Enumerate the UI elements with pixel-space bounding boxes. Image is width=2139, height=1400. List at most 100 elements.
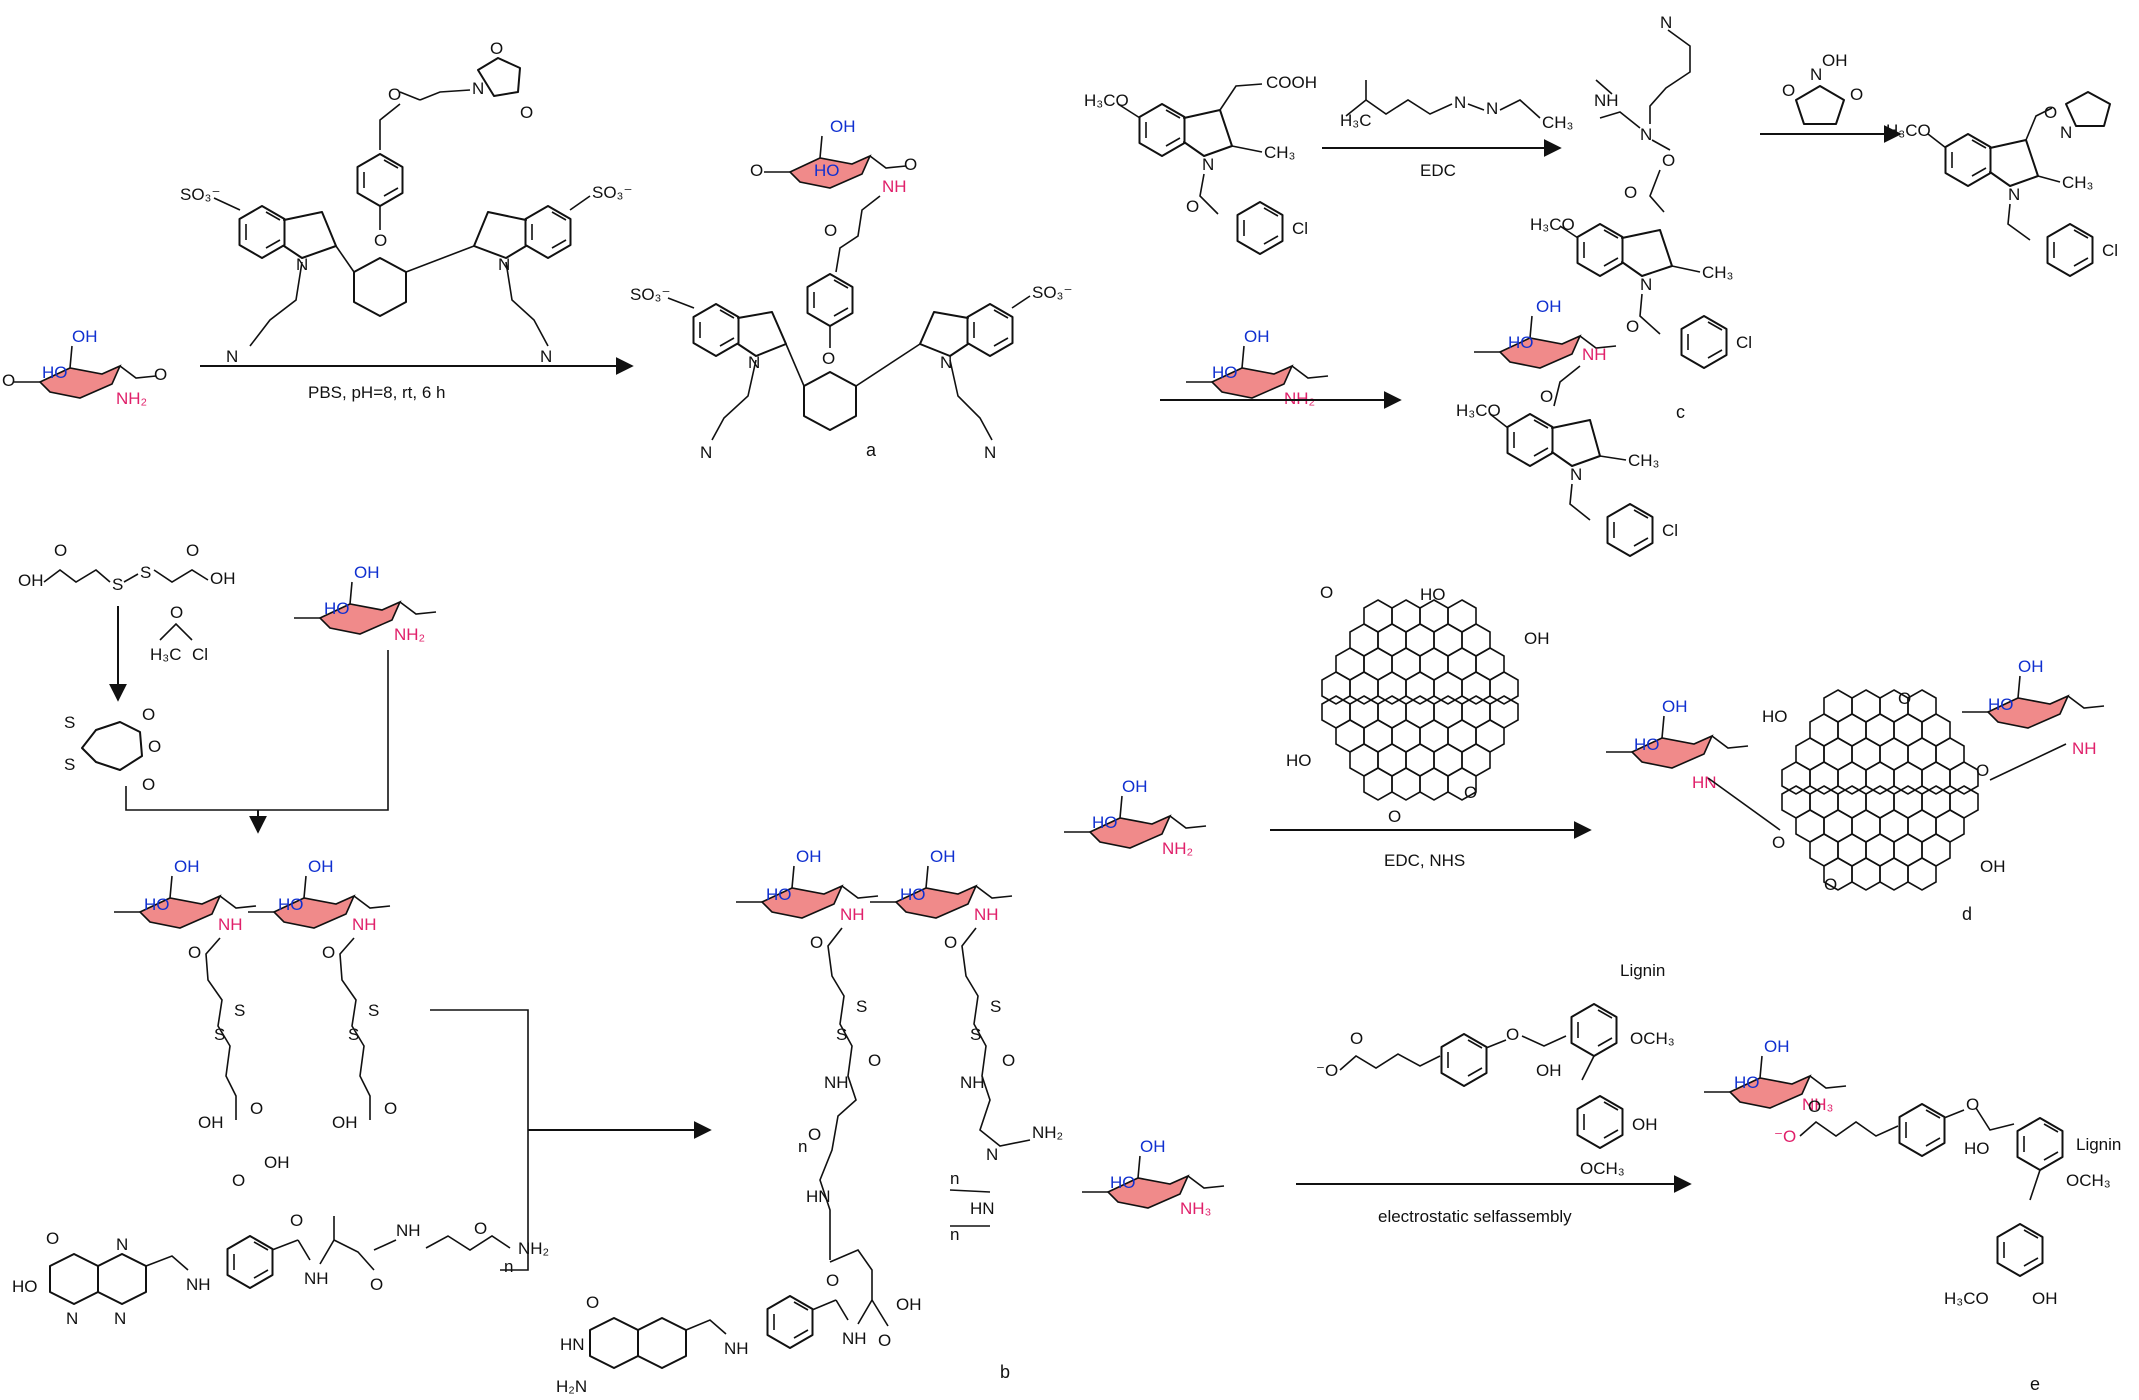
svg-text:HO: HO <box>144 895 170 914</box>
svg-text:N: N <box>116 1235 128 1254</box>
svg-text:N: N <box>984 443 996 462</box>
svg-text:NH: NH <box>352 915 377 934</box>
svg-text:NH₂: NH₂ <box>116 389 147 408</box>
chitosan-start-2: OH HO NH₂ <box>1185 327 1329 408</box>
svg-text:OCH₃: OCH₃ <box>1630 1029 1675 1048</box>
svg-text:S: S <box>64 713 75 732</box>
svg-text:N: N <box>472 79 484 98</box>
svg-text:O: O <box>1824 875 1837 894</box>
svg-text:H₃CO: H₃CO <box>1886 121 1931 140</box>
svg-text:N: N <box>1640 125 1652 144</box>
svg-text:OH: OH <box>354 563 380 582</box>
svg-text:O: O <box>54 541 67 560</box>
svg-text:S: S <box>112 575 123 594</box>
svg-text:H₃C: H₃C <box>150 645 181 664</box>
svg-text:OH: OH <box>332 1113 358 1132</box>
svg-text:NH: NH <box>824 1073 849 1092</box>
svg-text:Cl: Cl <box>2102 241 2118 260</box>
svg-text:N: N <box>540 347 552 366</box>
svg-text:HO: HO <box>42 363 68 382</box>
svg-text:HO: HO <box>814 161 840 180</box>
svg-text:HO: HO <box>1212 363 1238 382</box>
svg-text:O: O <box>384 1099 397 1118</box>
svg-text:N: N <box>498 255 510 274</box>
svg-text:HO: HO <box>1634 735 1660 754</box>
svg-text:O: O <box>2 371 15 390</box>
svg-text:n: n <box>950 1225 959 1244</box>
label-c: c <box>1676 402 1685 422</box>
svg-text:NH: NH <box>1582 345 1607 364</box>
product-d: OH HO HN OH HO NH O O HO OH O O <box>1605 657 2105 894</box>
svg-text:O: O <box>586 1293 599 1312</box>
svg-text:n: n <box>504 1257 513 1276</box>
svg-text:NH₃: NH₃ <box>1180 1199 1211 1218</box>
svg-text:OH: OH <box>1524 629 1550 648</box>
svg-text:O: O <box>868 1051 881 1070</box>
svg-text:S: S <box>64 755 75 774</box>
graphene-cell <box>1879 857 1909 891</box>
condition-electrostatic: electrostatic selfassembly <box>1378 1207 1572 1226</box>
svg-text:O: O <box>1320 583 1333 602</box>
svg-text:OH: OH <box>264 1153 290 1172</box>
svg-text:O: O <box>374 231 387 250</box>
dithiodipropionic-acid: OH O S S O OH <box>18 541 236 594</box>
svg-text:O: O <box>170 603 183 622</box>
svg-text:⁻O: ⁻O <box>1774 1127 1796 1146</box>
svg-text:N: N <box>1660 13 1672 32</box>
graphene-cell <box>1391 767 1421 801</box>
svg-text:NH₂: NH₂ <box>1284 389 1315 408</box>
svg-text:HO: HO <box>1110 1173 1136 1192</box>
svg-text:OH: OH <box>174 857 200 876</box>
condition-pbs: PBS, pH=8, rt, 6 h <box>308 383 446 402</box>
svg-text:N: N <box>986 1145 998 1164</box>
svg-text:O: O <box>322 943 335 962</box>
svg-text:NH₂: NH₂ <box>1032 1123 1063 1142</box>
svg-text:Cl: Cl <box>1292 219 1308 238</box>
svg-text:O: O <box>826 1271 839 1290</box>
svg-text:HO: HO <box>1420 585 1446 604</box>
svg-text:HO: HO <box>900 885 926 904</box>
svg-text:S: S <box>140 563 151 582</box>
svg-text:O: O <box>148 737 161 756</box>
chitosan-start-3: OH HO NH₂ <box>293 563 437 644</box>
svg-text:HO: HO <box>278 895 304 914</box>
svg-text:O: O <box>186 541 199 560</box>
svg-text:Cl: Cl <box>1736 333 1752 352</box>
svg-text:NH: NH <box>840 905 865 924</box>
svg-text:CH₃: CH₃ <box>1702 263 1733 282</box>
svg-text:O: O <box>1772 833 1785 852</box>
svg-text:N: N <box>66 1309 78 1328</box>
svg-text:O: O <box>878 1331 891 1350</box>
svg-text:NH: NH <box>842 1329 867 1348</box>
svg-text:O: O <box>520 103 533 122</box>
svg-text:CH₃: CH₃ <box>1542 113 1573 132</box>
svg-text:OH: OH <box>1244 327 1270 346</box>
svg-text:N: N <box>748 353 760 372</box>
svg-text:NH: NH <box>2072 739 2097 758</box>
hydroxyl-label: OH <box>72 327 98 346</box>
label-e: e <box>2030 1374 2040 1394</box>
nhs-reagent: N OH O O <box>1782 51 1863 125</box>
label-b: b <box>1000 1362 1010 1382</box>
graphene-cell <box>1321 671 1351 705</box>
svg-text:HN: HN <box>560 1335 585 1354</box>
disulfide-chitosan: OH HO NH OH HO NH O S S O OH O S S O OH <box>113 857 397 1132</box>
svg-text:O: O <box>232 1171 245 1190</box>
svg-text:N: N <box>1640 275 1652 294</box>
lignin-cinnamate: ⁻O O O OH Lignin OCH₃ OH OCH₃ <box>1316 961 1675 1178</box>
svg-text:O: O <box>1976 761 1989 780</box>
graphene-cell <box>1907 857 1937 891</box>
svg-text:N: N <box>226 347 238 366</box>
svg-text:NH₃: NH₃ <box>1802 1095 1833 1114</box>
svg-text:CH₃: CH₃ <box>1628 451 1659 470</box>
graphene-cell <box>1893 761 1923 795</box>
svg-text:O: O <box>808 1125 821 1144</box>
merge-line-disulfide <box>125 650 389 811</box>
svg-text:OH: OH <box>1764 1037 1790 1056</box>
svg-text:N: N <box>1454 93 1466 112</box>
graphene-oxide-conjugated <box>1781 689 1979 891</box>
svg-text:O: O <box>1662 151 1675 170</box>
svg-text:NH: NH <box>960 1073 985 1092</box>
svg-text:OH: OH <box>1822 51 1848 70</box>
